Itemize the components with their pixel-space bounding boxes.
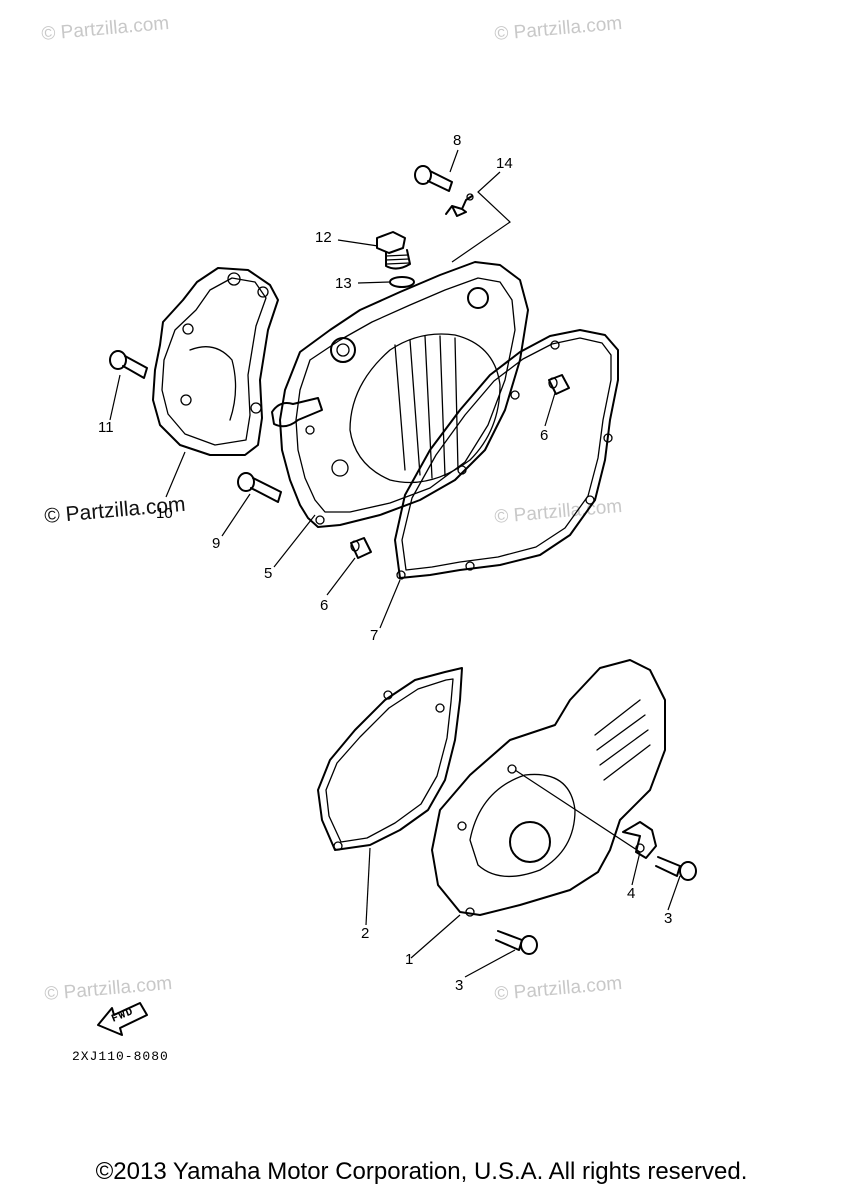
part-1-generator-cover	[431, 659, 666, 917]
leader-lines	[109, 149, 681, 978]
part-13-o-ring	[389, 276, 415, 288]
part-4-clamp	[622, 821, 657, 859]
callout-13: 13	[335, 275, 352, 292]
callout-12: 12	[315, 229, 332, 246]
callout-5: 5	[264, 565, 272, 582]
callout-8: 8	[453, 132, 461, 149]
callout-2: 2	[361, 925, 369, 942]
callout-3-lower: 3	[455, 977, 463, 994]
callout-9: 9	[212, 535, 220, 552]
callout-3-right: 3	[664, 910, 672, 927]
part-3-bolt-right	[655, 856, 697, 881]
watermark-top-left: © Partzilla.com	[41, 13, 170, 45]
callout-6-upper: 6	[540, 427, 548, 444]
part-7-gasket	[394, 329, 619, 580]
callout-11: 11	[98, 419, 114, 436]
watermark-bottom-right: © Partzilla.com	[494, 973, 623, 1005]
part-8-bolt	[414, 165, 453, 192]
part-2-gasket	[317, 667, 463, 851]
part-14-clamp	[445, 193, 474, 217]
part-11-bolt	[109, 350, 148, 379]
part-3-bolt-lower	[495, 930, 538, 955]
part-9-bolt	[237, 472, 282, 503]
watermark-bottom-left: © Partzilla.com	[44, 973, 173, 1005]
callout-14: 14	[496, 155, 513, 172]
callout-1: 1	[405, 951, 413, 968]
part-10-cover	[152, 267, 279, 456]
callout-10: 10	[156, 505, 173, 522]
part-6-dowel-lower	[350, 537, 372, 559]
part-5-crankcase-cover	[271, 261, 529, 528]
fwd-arrow-icon: FWD	[97, 1002, 148, 1036]
copyright-notice: ©2013 Yamaha Motor Corporation, U.S.A. A…	[95, 1158, 748, 1185]
callout-4: 4	[627, 885, 635, 902]
diagram-code: 2XJ110-8080	[72, 1049, 169, 1064]
callout-6-lower: 6	[320, 597, 328, 614]
watermark-top-right: © Partzilla.com	[494, 13, 623, 45]
part-12-plug	[376, 231, 411, 270]
callout-7: 7	[370, 627, 378, 644]
watermark-middle-right: © Partzilla.com	[494, 496, 623, 528]
part-6-dowel-upper	[548, 374, 570, 395]
